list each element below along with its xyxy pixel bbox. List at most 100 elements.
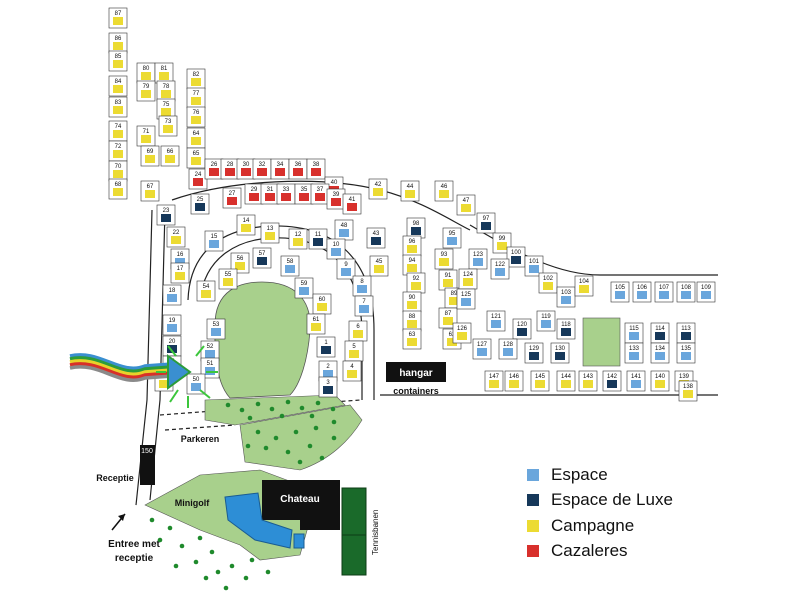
plot-50[interactable]: 50: [186, 373, 206, 395]
plot-39[interactable]: 39: [326, 188, 346, 210]
plot-34[interactable]: 34: [270, 158, 290, 180]
plot-64[interactable]: 64: [186, 127, 206, 149]
plot-32[interactable]: 32: [252, 158, 272, 180]
plot-124[interactable]: 124: [458, 268, 478, 290]
plot-129[interactable]: 129: [524, 342, 544, 364]
plot-11[interactable]: 11: [308, 228, 328, 250]
plot-45[interactable]: 45: [369, 255, 389, 277]
plot-115[interactable]: 115: [624, 322, 644, 344]
plot-71[interactable]: 71: [136, 125, 156, 147]
plot-88[interactable]: 88: [402, 310, 422, 332]
plot-3[interactable]: 3: [318, 376, 338, 398]
plot-55[interactable]: 55: [218, 268, 238, 290]
plot-20[interactable]: 20: [162, 335, 182, 357]
plot-35[interactable]: 35: [294, 183, 314, 205]
plot-82[interactable]: 82: [186, 68, 206, 90]
plot-107[interactable]: 107: [654, 281, 674, 303]
plot-48[interactable]: 48: [334, 219, 354, 241]
plot-24[interactable]: 24: [188, 168, 208, 190]
plot-12[interactable]: 12: [288, 228, 308, 250]
plot-44[interactable]: 44: [400, 180, 420, 202]
plot-105[interactable]: 105: [610, 281, 630, 303]
plot-30[interactable]: 30: [236, 158, 256, 180]
plot-87[interactable]: 87: [108, 7, 128, 29]
plot-91[interactable]: 91: [438, 269, 458, 291]
plot-80[interactable]: 80: [136, 62, 156, 84]
plot-54[interactable]: 54: [196, 280, 216, 302]
plot-78[interactable]: 78: [156, 80, 176, 102]
plot-87[interactable]: 87: [438, 307, 458, 329]
plot-96[interactable]: 96: [402, 235, 422, 257]
plot-126[interactable]: 126: [452, 322, 472, 344]
plot-90[interactable]: 90: [402, 291, 422, 313]
plot-142[interactable]: 142: [602, 370, 622, 392]
plot-60[interactable]: 60: [312, 293, 332, 315]
plot-130[interactable]: 130: [550, 342, 570, 364]
plot-36[interactable]: 36: [288, 158, 308, 180]
plot-59[interactable]: 59: [294, 277, 314, 299]
plot-106[interactable]: 106: [632, 281, 652, 303]
plot-15[interactable]: 15: [204, 230, 224, 252]
plot-58[interactable]: 58: [280, 255, 300, 277]
plot-135[interactable]: 135: [676, 342, 696, 364]
plot-114[interactable]: 114: [650, 322, 670, 344]
plot-84[interactable]: 84: [108, 75, 128, 97]
plot-33[interactable]: 33: [276, 183, 296, 205]
plot-72[interactable]: 72: [108, 140, 128, 162]
plot-138[interactable]: 138: [678, 380, 698, 402]
plot-74[interactable]: 74: [108, 120, 128, 142]
plot-108[interactable]: 108: [676, 281, 696, 303]
plot-98[interactable]: 98: [406, 217, 426, 239]
plot-68[interactable]: 68: [108, 178, 128, 200]
plot-46[interactable]: 46: [434, 180, 454, 202]
plot-57[interactable]: 57: [252, 247, 272, 269]
plot-5[interactable]: 5: [344, 340, 364, 362]
plot-113[interactable]: 113: [676, 322, 696, 344]
plot-53[interactable]: 53: [206, 318, 226, 340]
plot-29[interactable]: 29: [244, 183, 264, 205]
plot-9[interactable]: 9: [336, 258, 356, 280]
plot-109[interactable]: 109: [696, 281, 716, 303]
plot-26[interactable]: 26: [204, 158, 224, 180]
plot-103[interactable]: 103: [556, 286, 576, 308]
plot-77[interactable]: 77: [186, 87, 206, 109]
plot-25[interactable]: 25: [190, 193, 210, 215]
plot-92[interactable]: 92: [406, 272, 426, 294]
plot-38[interactable]: 38: [306, 158, 326, 180]
plot-125[interactable]: 125: [456, 288, 476, 310]
plot-65[interactable]: 65: [186, 147, 206, 169]
plot-101[interactable]: 101: [524, 255, 544, 277]
plot-118[interactable]: 118: [556, 318, 576, 340]
plot-56[interactable]: 56: [230, 252, 250, 274]
plot-123[interactable]: 123: [468, 248, 488, 270]
plot-94[interactable]: 94: [402, 254, 422, 276]
plot-102[interactable]: 102: [538, 272, 558, 294]
plot-141[interactable]: 141: [626, 370, 646, 392]
plot-120[interactable]: 120: [512, 318, 532, 340]
plot-147[interactable]: 147: [484, 370, 504, 392]
plot-42[interactable]: 42: [368, 178, 388, 200]
plot-19[interactable]: 19: [162, 314, 182, 336]
plot-76[interactable]: 76: [186, 106, 206, 128]
plot-75[interactable]: 75: [156, 98, 176, 120]
plot-134[interactable]: 134: [650, 342, 670, 364]
plot-23[interactable]: 23: [156, 204, 176, 226]
plot-41[interactable]: 41: [342, 193, 362, 215]
plot-79[interactable]: 79: [136, 80, 156, 102]
plot-93[interactable]: 93: [434, 248, 454, 270]
plot-86[interactable]: 86: [108, 32, 128, 54]
plot-69[interactable]: 69: [140, 145, 160, 167]
plot-83[interactable]: 83: [108, 96, 128, 118]
plot-143[interactable]: 143: [578, 370, 598, 392]
plot-140[interactable]: 140: [650, 370, 670, 392]
plot-18[interactable]: 18: [162, 284, 182, 306]
plot-43[interactable]: 43: [366, 227, 386, 249]
plot-66[interactable]: 66: [160, 145, 180, 167]
plot-122[interactable]: 122: [490, 258, 510, 280]
plot-95[interactable]: 95: [442, 227, 462, 249]
plot-47[interactable]: 47: [456, 194, 476, 216]
plot-128[interactable]: 128: [498, 338, 518, 360]
plot-70[interactable]: 70: [108, 160, 128, 182]
plot-73[interactable]: 73: [158, 115, 178, 137]
plot-61[interactable]: 61: [306, 313, 326, 335]
